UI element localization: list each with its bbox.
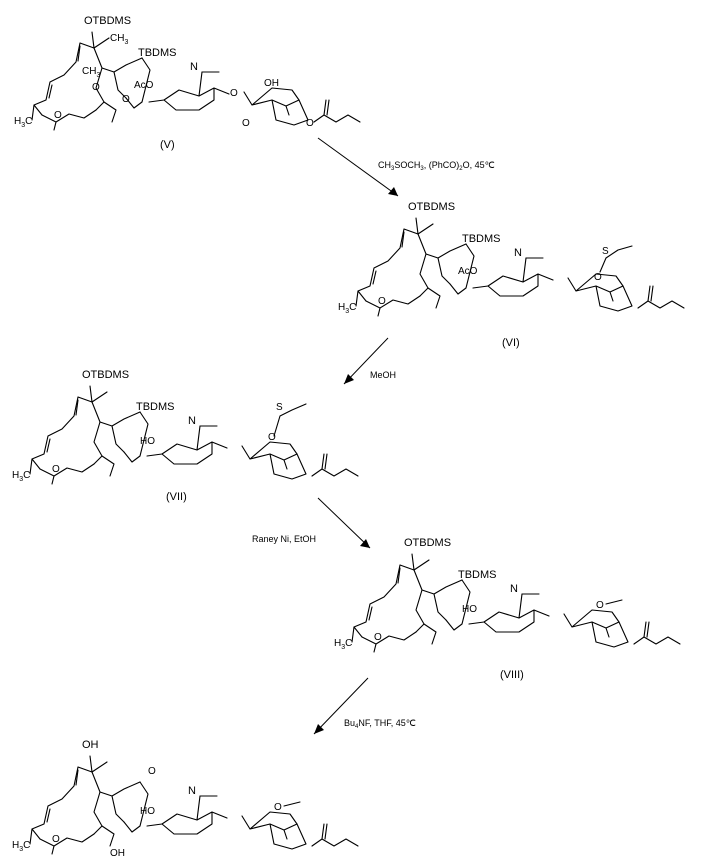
silyl-ether-label: OTBDMS [82,369,129,381]
methyl-label: CH3 [110,33,128,46]
molecule-V: OTBDMS CH3 TBDMS CH3 O N AcO O O OH O H3… [14,15,361,151]
tbdms-label: TBDMS [136,401,175,413]
ho-label: HO [462,604,477,615]
lactone-o-label: O [374,632,382,643]
lactone-o-label: O [378,296,386,307]
molecule-final: OH O N HO O OH O H3C [12,739,359,859]
silyl-ether-label: OTBDMS [404,537,451,549]
glycoside-o-label: O [122,94,130,105]
dimethylamino-n-label: N [514,247,522,259]
ring-methyl-label: H3C [14,116,32,129]
mtm-o-label: O [594,272,602,283]
dimethylamino-n-label: N [190,61,198,73]
silyl-ether-label: OTBDMS [84,15,131,27]
conditions-2: MeOH [370,370,396,380]
reaction-arrow-2: MeOH [343,337,396,385]
sulfur-label: S [276,402,283,413]
molecule-VI: OTBDMS TBDMS N AcO S O O H3C (VI) [338,201,685,349]
molecule-VIII: OTBDMS TBDMS N HO O O H3C (VIII) [334,537,681,681]
sulfur-label: S [602,246,609,257]
compound-label-V: (V) [160,139,175,151]
methoxy-o-label: O [596,600,604,611]
reaction-arrow-3: Raney Ni, EtOH [252,497,371,549]
aco-label: AcO [458,266,478,277]
dimethylamino-n-label: N [510,583,518,595]
ring-methyl-label: H3C [12,840,30,853]
ring-oh-label: OH [110,848,125,859]
ester-o-label: O [306,118,314,129]
aco-label: AcO [134,80,154,91]
compound-label-VIII: (VIII) [500,669,524,681]
dimethylamino-n-label: N [188,785,196,797]
lactone-o-label: O [54,110,62,121]
conditions-3: Raney Ni, EtOH [252,534,316,544]
sugar-oh-label: OH [264,78,279,89]
tbdms-label: TBDMS [458,569,497,581]
tbdms-label: TBDMS [462,233,501,245]
lactone-o-label: O [52,834,60,845]
methoxy-o-label: O [274,802,282,813]
ho-label: HO [140,806,155,817]
sugar-link-o-label: O [230,88,238,99]
ring-methyl-label: H3C [338,302,356,315]
compound-label-VI: (VI) [502,337,520,349]
hydroxyl-label: OH [82,739,99,751]
tbdms-label: TBDMS [138,47,177,59]
methoxy-o-label: O [92,82,100,93]
ho-label: HO [140,436,155,447]
conditions-4: Bu4NF, THF, 45℃ [344,718,416,730]
ring-methyl-label: H3C [12,470,30,483]
methoxy-label: CH3 [82,66,100,79]
compound-label-VII: (VII) [166,491,187,503]
dimethylamino-n-label: N [188,415,196,427]
mtm-o-label: O [268,432,276,443]
reaction-arrow-4: Bu4NF, THF, 45℃ [313,677,416,735]
reaction-arrow-1: CH3SOCH3, (PhCO)2O, 45℃ [317,137,495,197]
lactone-o-label: O [52,464,60,475]
conditions-1: CH3SOCH3, (PhCO)2O, 45℃ [378,160,495,172]
aldehyde-o-label: O [148,766,156,777]
ring-methyl-label: H3C [334,638,352,651]
sugar-ring-o-label: O [242,118,250,129]
molecule-VII: OTBDMS TBDMS N HO S O O H3C (VII) [12,369,359,503]
silyl-ether-label: OTBDMS [408,201,455,213]
